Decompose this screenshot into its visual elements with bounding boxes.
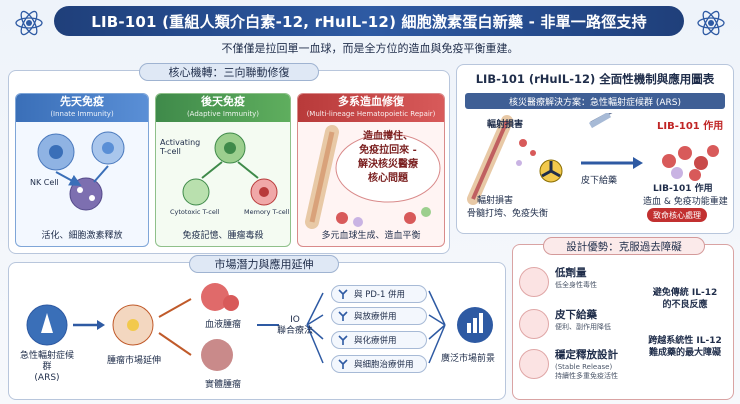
bone-marrow-illustration <box>305 125 441 229</box>
advantage-title: 皮下給藥 <box>555 309 597 321</box>
memory-t-cell-label: Memory T-cell <box>244 208 290 216</box>
blood-tumor-label: 血液腫瘤 <box>205 320 242 330</box>
core-banner: 核心機轉：三向聯動修復 <box>139 63 319 81</box>
antibody-icon <box>338 335 348 345</box>
advantage-title: 穩定釋放設計 <box>555 349 618 361</box>
activating-t-cell-label: Activating T-cell <box>160 138 201 156</box>
t-cell-illustration <box>182 132 278 206</box>
wide-market-label: 廣泛市場前景 <box>441 354 496 364</box>
adaptive-caption: 免疫記憶、腫瘤毒殺 <box>182 231 264 241</box>
adaptive-header: 後天免疫 (Adaptive Immunity) <box>156 94 290 122</box>
syringe-icon <box>519 309 549 339</box>
overview-title: LIB-101 (rHuIL-12) 全面性機制與應用圖表 <box>475 72 715 86</box>
lib101-effect-title: LIB-101 作用 <box>657 121 724 132</box>
lib101-effect-line1: LIB-101 作用 <box>653 184 713 194</box>
advantage-desc: 便利、副作用降低 <box>555 323 611 331</box>
ars-strip: 核災醫療解決方案：急性輻射症候群 (ARS) <box>465 93 725 109</box>
core-mechanism-panel: 核心機轉：三向聯動修復 先天免疫 (Innate Immunity) NK Ce… <box>8 63 450 254</box>
antibody-icon <box>338 311 348 321</box>
tumor-extension-label: 腫瘤市場延伸 <box>107 356 162 366</box>
stable-release-icon <box>519 349 549 379</box>
atom-icon <box>15 10 43 36</box>
innate-subtitle: (Innate Immunity) <box>50 110 114 118</box>
antibody-icon <box>338 289 348 299</box>
advantage-title: 低劑量 <box>555 267 587 279</box>
result-overcome-barrier: 跨越系統性 IL-12 難成藥的最大障礙 <box>648 336 722 358</box>
rad-damage-caption2: 骨髓打垮、免疫失衡 <box>467 209 549 219</box>
subcutaneous-label: 皮下給藥 <box>581 176 618 186</box>
multi-lineage-card: 多系造血修復 (Multi-lineage Hematopoietic Repa… <box>297 93 445 247</box>
ars-market-label: 急性輻射症候群 (ARS) <box>19 351 74 383</box>
rad-damage-label: 輻射損害 <box>487 120 524 130</box>
market-flow-illustration <box>26 283 493 371</box>
multi-subtitle: (Multi-lineage Hematopoietic Repair) <box>306 110 436 118</box>
ars-mechanism-illustration <box>467 113 719 205</box>
multi-caption: 多元血球生成、造血平衡 <box>321 231 421 241</box>
combo-label: 與放療併用 <box>354 312 397 322</box>
nk-cell-illustration <box>37 131 125 211</box>
adaptive-immunity-card: 後天免疫 (Adaptive Immunity) Activating T-ce… <box>155 93 291 247</box>
flask-icon <box>519 267 549 297</box>
cytotoxic-t-cell-label: Cytotoxic T-cell <box>170 208 220 216</box>
advantage-stable-release: 穩定釋放設計 (Stable Release) 持續性多重免疫活性 <box>519 345 631 383</box>
header: LIB-101 (重組人類介白素-12, rHuIL-12) 細胞激素蛋白新藥 … <box>8 4 732 62</box>
design-banner: 設計優勢：克服過去障礙 <box>543 237 705 255</box>
adaptive-subtitle: (Adaptive Immunity) <box>186 110 260 118</box>
advantage-desc: 低全身性毒性 <box>555 281 597 289</box>
solid-tumor-label: 實體腫瘤 <box>205 380 242 390</box>
lib101-effect-line2: 造血 & 免疫功能重建 <box>643 197 728 207</box>
result-avoid-adverse: 避免傳統 IL-12 的不良反應 <box>652 288 718 310</box>
overview-panel: LIB-101 (rHuIL-12) 全面性機制與應用圖表 核災醫療解決方案：急… <box>456 64 734 234</box>
multi-bubble-text: 造血撐住、 免疫拉回來 - 解決核災醫療 核心問題 <box>358 131 418 184</box>
combo-cell-therapy: 與細胞治療併用 <box>331 355 427 373</box>
multi-header: 多系造血修復 (Multi-lineage Hematopoietic Repa… <box>298 94 444 122</box>
design-advantage-panel: 設計優勢：克服過去障礙 低劑量 低全身性毒性 皮下給藥 便利、副作用降低 穩定釋… <box>512 237 734 400</box>
innate-header: 先天免疫 (Innate Immunity) <box>16 94 148 122</box>
nk-cell-label: NK Cell <box>30 178 59 187</box>
combo-label: 與細胞治療併用 <box>354 360 414 370</box>
multi-title: 多系造血修復 <box>338 95 404 108</box>
atom-icon <box>697 10 725 36</box>
adaptive-title: 後天免疫 <box>201 95 245 108</box>
advantage-low-dose: 低劑量 低全身性毒性 <box>519 263 631 301</box>
combo-label: 與化療併用 <box>354 336 397 346</box>
io-combo-label: IO 聯合療法 <box>276 315 313 336</box>
lethal-core-badge: 致命核心處理 <box>647 208 707 222</box>
page-subtitle: 不僅僅是拉回單一血球，而是全方位的造血與免疫平衡重建。 <box>221 42 519 55</box>
page-title: LIB-101 (重組人類介白素-12, rHuIL-12) 細胞激素蛋白新藥 … <box>54 6 684 36</box>
combo-label: 與 PD-1 併用 <box>354 290 406 300</box>
market-banner: 市場潛力與應用延伸 <box>189 255 339 273</box>
innate-immunity-card: 先天免疫 (Innate Immunity) NK Cell 活化、細胞激素釋放 <box>15 93 149 247</box>
innate-title: 先天免疫 <box>60 95 104 108</box>
combo-chemotherapy: 與化療併用 <box>331 331 427 349</box>
rad-damage-caption: 輻射損害 <box>477 196 514 206</box>
advantage-desc: (Stable Release) 持續性多重免疫活性 <box>555 363 618 380</box>
innate-caption: 活化、細胞激素釋放 <box>41 231 123 241</box>
advantage-subcutaneous: 皮下給藥 便利、副作用降低 <box>519 305 631 343</box>
combo-pd1: 與 PD-1 併用 <box>331 285 427 303</box>
antibody-icon <box>338 359 348 369</box>
combo-radiotherapy: 與放療併用 <box>331 307 427 325</box>
market-panel: 市場潛力與應用延伸 急性輻射症候群 (ARS) 腫瘤市場延伸 血液腫瘤 實體腫瘤… <box>8 255 506 400</box>
